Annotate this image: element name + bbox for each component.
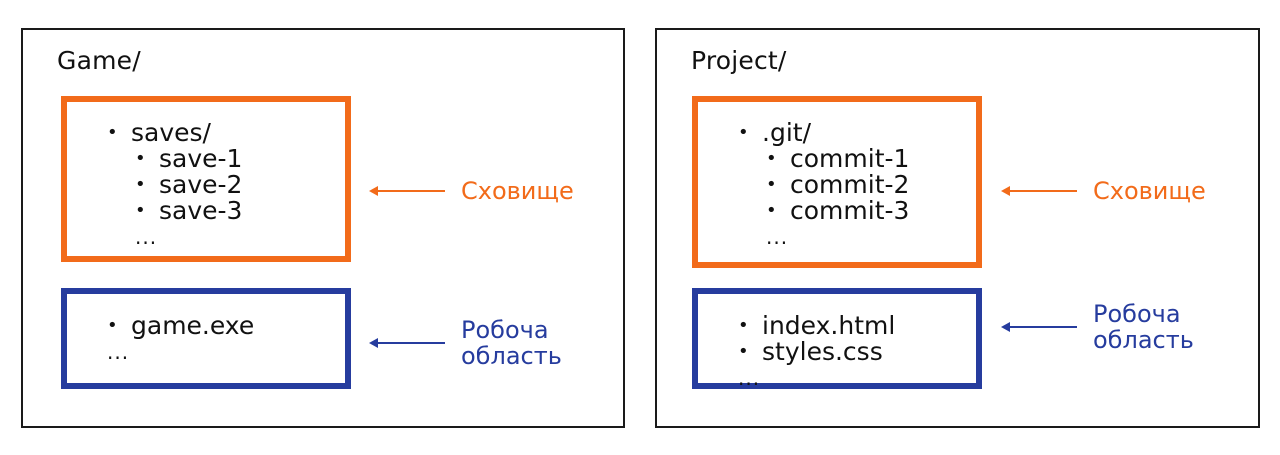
panel-title: Game/ — [57, 46, 141, 75]
working-area-label-line2: область — [1093, 326, 1194, 354]
tree-child-label: commit-1 — [790, 144, 910, 173]
bullet-icon: • — [107, 122, 118, 143]
storage-label: Сховище — [1093, 177, 1206, 205]
working-tree: • index.html • styles.css ... — [738, 313, 895, 391]
working-area-label-line1: Робоча — [1093, 300, 1181, 328]
tree-child-label: commit-3 — [790, 196, 910, 225]
storage-annotation: Сховище — [369, 178, 574, 204]
storage-box: • saves/ • save-1 • save-2 • save-3 ... — [61, 96, 351, 262]
file-label: styles.css — [762, 337, 883, 366]
bullet-icon: • — [766, 174, 777, 195]
tree-child-item: • save-3 — [107, 198, 242, 224]
ellipsis-text: ... — [766, 225, 789, 249]
tree-root-item: • .git/ — [738, 120, 909, 146]
tree-child-item: • commit-2 — [738, 172, 909, 198]
left-arrow-icon — [1001, 322, 1077, 332]
tree-child-label: commit-2 — [790, 170, 910, 199]
tree-child-item: • commit-1 — [738, 146, 909, 172]
project-folder-panel: Project/ • .git/ • commit-1 • commit-2 •… — [655, 28, 1260, 428]
tree-child-item: • save-2 — [107, 172, 242, 198]
tree-ellipsis: ... — [738, 365, 895, 391]
ellipsis-text: ... — [738, 366, 761, 390]
storage-tree: • .git/ • commit-1 • commit-2 • commit-3… — [738, 120, 909, 250]
bullet-icon: • — [107, 315, 118, 336]
bullet-icon: • — [766, 200, 777, 221]
tree-root-item: • game.exe — [107, 313, 254, 339]
bullet-icon: • — [766, 148, 777, 169]
working-area-annotation: Робоча область — [1001, 301, 1194, 353]
file-label: index.html — [762, 311, 896, 340]
tree-child-label: save-1 — [159, 144, 243, 173]
working-area-label-line1: Робоча — [461, 316, 549, 344]
file-label: game.exe — [131, 311, 255, 340]
tree-child-label: save-2 — [159, 170, 243, 199]
storage-box: • .git/ • commit-1 • commit-2 • commit-3… — [692, 96, 982, 268]
left-arrow-icon — [369, 338, 445, 348]
storage-annotation: Сховище — [1001, 178, 1206, 204]
panel-title: Project/ — [691, 46, 787, 75]
bullet-icon: • — [738, 341, 749, 362]
bullet-icon: • — [738, 122, 749, 143]
working-area-label: Робоча область — [461, 317, 562, 369]
tree-ellipsis: ... — [738, 224, 909, 250]
working-area-box: • index.html • styles.css ... — [692, 288, 982, 389]
bullet-icon: • — [135, 174, 146, 195]
working-area-box: • game.exe ... — [61, 288, 351, 389]
tree-child-item: • commit-3 — [738, 198, 909, 224]
left-arrow-icon — [369, 186, 445, 196]
left-arrow-icon — [1001, 186, 1077, 196]
storage-label: Сховище — [461, 177, 574, 205]
tree-root-item: • styles.css — [738, 339, 895, 365]
tree-ellipsis: ... — [107, 224, 242, 250]
tree-root-label: saves/ — [131, 118, 211, 147]
ellipsis-text: ... — [135, 225, 158, 249]
ellipsis-text: ... — [107, 340, 130, 364]
tree-child-item: • save-1 — [107, 146, 242, 172]
tree-ellipsis: ... — [107, 339, 254, 365]
working-area-annotation: Робоча область — [369, 317, 562, 369]
tree-root-item: • saves/ — [107, 120, 242, 146]
bullet-icon: • — [135, 200, 146, 221]
bullet-icon: • — [135, 148, 146, 169]
storage-tree: • saves/ • save-1 • save-2 • save-3 ... — [107, 120, 242, 250]
tree-root-label: .git/ — [762, 118, 811, 147]
working-area-label-line2: область — [461, 342, 562, 370]
working-area-label: Робоча область — [1093, 301, 1194, 353]
game-folder-panel: Game/ • saves/ • save-1 • save-2 • save-… — [21, 28, 625, 428]
tree-root-item: • index.html — [738, 313, 895, 339]
working-tree: • game.exe ... — [107, 313, 254, 365]
bullet-icon: • — [738, 315, 749, 336]
tree-child-label: save-3 — [159, 196, 243, 225]
